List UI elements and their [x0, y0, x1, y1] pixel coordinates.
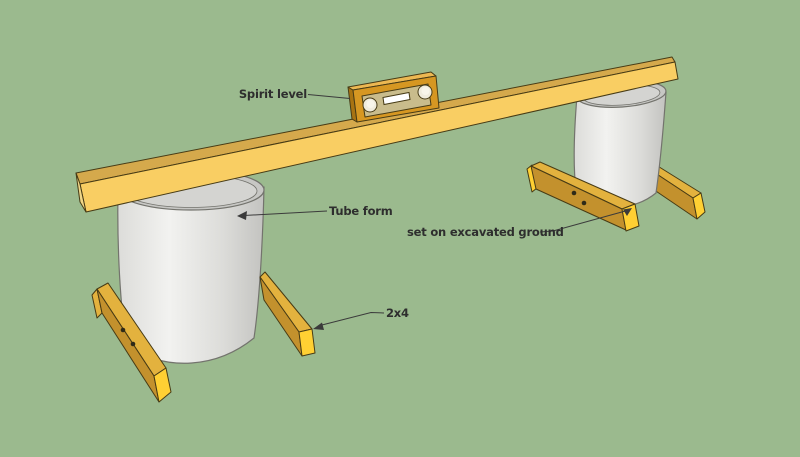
long-board — [75, 56, 679, 213]
leader-tube-form — [237, 210, 328, 220]
level-bubble-window — [382, 91, 411, 106]
lumber-end-face — [692, 192, 706, 220]
leader-2x4 — [313, 311, 385, 330]
arrowhead — [313, 322, 324, 330]
spirit-level — [347, 71, 440, 123]
label-set-on-excavated-ground: set on excavated ground — [407, 225, 564, 239]
arrowhead — [623, 208, 632, 216]
label-spirit-level: Spirit level — [238, 87, 307, 101]
lumber-end-face — [298, 328, 316, 357]
left-2x4-right — [259, 271, 316, 357]
label-2x4: 2x4 — [386, 306, 409, 320]
lumber-end-face — [153, 367, 172, 403]
board-end-face — [75, 172, 87, 213]
left-2x4-left — [91, 282, 172, 403]
level-vial-right-glass — [421, 87, 430, 95]
label-tube-form: Tube form — [329, 204, 393, 218]
arrowhead — [237, 211, 247, 220]
screw-dot — [581, 200, 587, 206]
screw-dot — [120, 327, 126, 333]
screw-dot — [130, 341, 136, 347]
screw-dot — [571, 190, 577, 196]
leader-spirit-level — [307, 94, 351, 99]
level-vial-left-glass — [366, 100, 375, 108]
leader-set-on-excavated-ground — [539, 208, 632, 233]
